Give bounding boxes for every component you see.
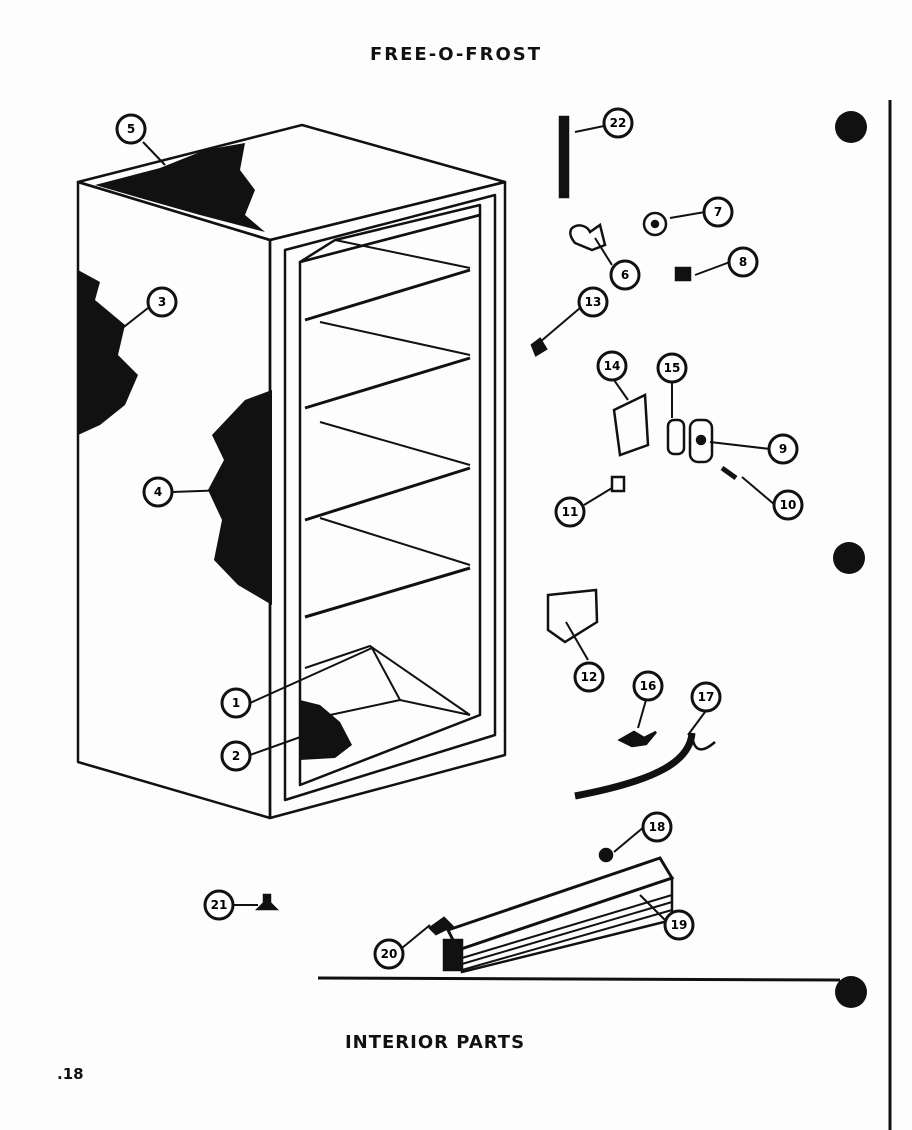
callout-5: 5 (115, 113, 147, 145)
svg-text:19: 19 (671, 918, 688, 932)
shelf-4-front (304, 566, 471, 619)
callout-14: 14 (596, 350, 628, 382)
svg-text:22: 22 (610, 116, 627, 130)
part-22-rod (558, 115, 570, 199)
callout-2: 2 (220, 740, 252, 772)
punch-hole-middle (833, 542, 865, 574)
part-19-trim-front (456, 876, 674, 974)
callout-11: 11 (554, 496, 586, 528)
freezer-cabinet (76, 123, 507, 820)
part-6-hinge-clip (569, 222, 607, 252)
callout-16: 16 (632, 670, 664, 702)
diagram-caption: INTERIOR PARTS (344, 1032, 526, 1053)
shelf-3-back (319, 421, 471, 466)
part-13-clip (530, 337, 548, 357)
part-8-nut (674, 266, 692, 282)
callout-6: 6 (609, 259, 641, 291)
part-12-plate (546, 588, 599, 644)
svg-text:5: 5 (127, 122, 135, 136)
callout-15: 15 (656, 352, 688, 384)
shelf-1-back (334, 239, 471, 269)
shelf-2-front (304, 356, 471, 410)
bottom-divider (304, 644, 471, 716)
punch-hole-bottom (835, 976, 867, 1008)
liner-top-edge (298, 203, 482, 264)
svg-text:20: 20 (381, 947, 398, 961)
svg-text:6: 6 (621, 268, 629, 282)
svg-text:9: 9 (779, 442, 787, 456)
shelf-2-back (319, 321, 471, 356)
part-9-hinge (688, 418, 714, 464)
punch-hole-top (835, 111, 867, 143)
svg-text:18: 18 (649, 820, 666, 834)
liner-opening (298, 213, 482, 787)
svg-text:4: 4 (154, 485, 162, 499)
svg-text:21: 21 (211, 898, 228, 912)
callout-8: 8 (727, 246, 759, 278)
shelves (304, 239, 471, 716)
door-opening-outer (283, 193, 497, 802)
part-19-trim-top (445, 856, 675, 952)
part-10-screw (720, 465, 738, 481)
svg-text:16: 16 (640, 679, 657, 693)
top-insulation-patch (95, 143, 265, 232)
callout-13: 13 (577, 286, 609, 318)
svg-text:10: 10 (780, 498, 797, 512)
callout-7: 7 (702, 196, 734, 228)
callouts: 1 2 3 4 5 6 7 8 9 10 11 12 13 14 15 16 1… (115, 107, 804, 970)
part-14-bracket (612, 393, 650, 457)
svg-text:7: 7 (714, 205, 722, 219)
shelf-3-front (304, 466, 471, 522)
callout-20: 20 (373, 938, 405, 970)
svg-text:12: 12 (581, 670, 598, 684)
small-parts (254, 115, 841, 982)
svg-text:2: 2 (232, 749, 240, 763)
part-17-gasket-cord (574, 732, 696, 800)
callout-22: 22 (602, 107, 634, 139)
svg-text:17: 17 (698, 690, 715, 704)
callout-9: 9 (767, 433, 799, 465)
diagram-title: FREE-O-FROST (369, 44, 543, 65)
svg-text:15: 15 (664, 361, 681, 375)
part-21-leveler (254, 893, 280, 911)
callout-10: 10 (772, 489, 804, 521)
callout-3: 3 (146, 286, 178, 318)
bottom-floor (329, 698, 471, 716)
side-insulation-patch-upper (78, 270, 138, 435)
svg-text:13: 13 (585, 295, 602, 309)
callout-21: 21 (203, 889, 235, 921)
part-15-pad (666, 418, 686, 456)
part-17-hook (690, 732, 716, 751)
callout-19: 19 (663, 909, 695, 941)
svg-text:11: 11 (562, 505, 579, 519)
liner-insulation-patch (300, 700, 352, 760)
part-16-cam (617, 730, 657, 748)
svg-text:14: 14 (604, 359, 621, 373)
svg-text:3: 3 (158, 295, 166, 309)
part-20-clip (428, 916, 455, 936)
cabinet-front-frame (268, 180, 507, 820)
callout-4: 4 (142, 476, 174, 508)
callout-12: 12 (573, 661, 605, 693)
leader-lines (119, 125, 776, 949)
shelf-4-back (319, 517, 471, 566)
callout-18: 18 (641, 811, 673, 843)
part-18-screw (598, 847, 614, 863)
callout-1: 1 (220, 687, 252, 719)
svg-text:8: 8 (739, 255, 747, 269)
shelf-1-front (304, 268, 471, 322)
baseline-rule (317, 976, 841, 982)
part-7-washer (642, 211, 668, 237)
svg-text:1: 1 (232, 696, 240, 710)
page-number: .18 (57, 1065, 84, 1083)
callout-17: 17 (690, 681, 722, 713)
part-19-end-cap (442, 938, 464, 972)
part-11-clip (610, 475, 626, 493)
side-insulation-patch-lower (208, 390, 272, 605)
